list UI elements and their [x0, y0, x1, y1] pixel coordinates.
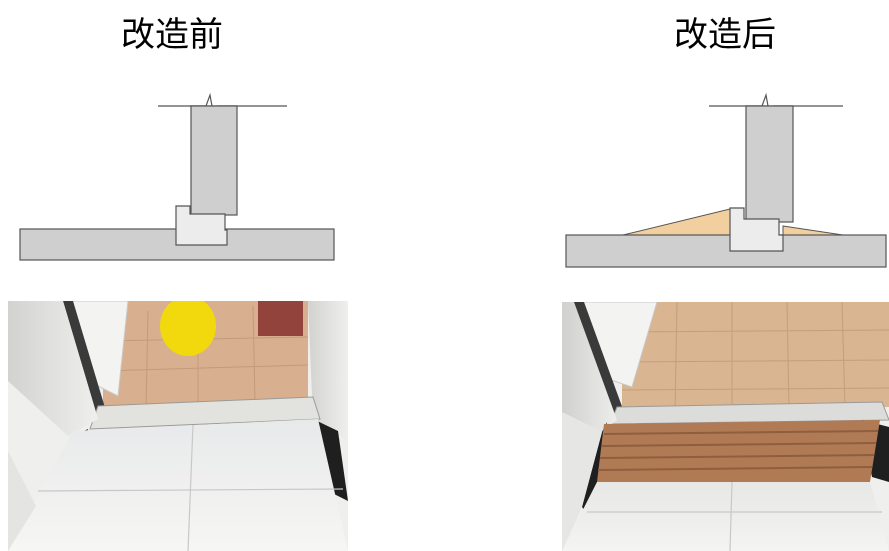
before-title: 改造前 [121, 15, 223, 55]
after-title: 改造后 [674, 15, 776, 55]
after-wall [745, 105, 794, 223]
section-diagrams [19, 92, 887, 268]
after-threshold-stone [729, 207, 784, 252]
ramp-right [782, 225, 844, 236]
ramp-left [622, 208, 731, 236]
after-photo [562, 302, 889, 551]
after-section-diagram [565, 92, 887, 268]
before-threshold-stone [175, 205, 228, 246]
after-floor-slab [565, 234, 887, 268]
before-wall [190, 105, 238, 216]
before-section-diagram [19, 92, 335, 261]
before-photo [8, 301, 348, 551]
